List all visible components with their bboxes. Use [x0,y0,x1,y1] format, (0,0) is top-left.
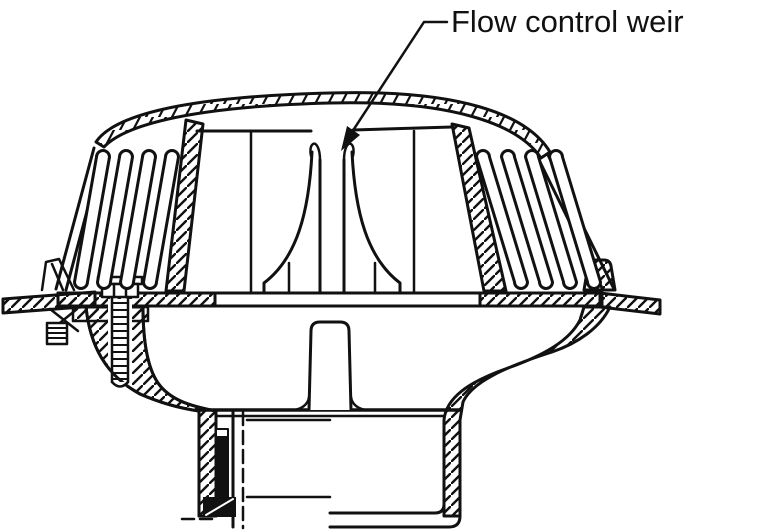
gasket-seal [203,437,236,517]
arrowhead-icon [341,126,360,151]
strainer-slots-right [475,149,602,290]
dome-strainer [54,91,615,294]
leader-line [341,20,449,151]
orifice-stand-pipe [292,320,368,412]
outlet-pipe [180,410,462,530]
figure-label: Flow control weir [451,4,684,39]
drain-body-right [442,305,612,518]
bowl-floor [197,408,462,418]
flow-control-weir [262,142,402,294]
drain-body-left [84,299,218,518]
strainer-slots-left [73,149,180,290]
